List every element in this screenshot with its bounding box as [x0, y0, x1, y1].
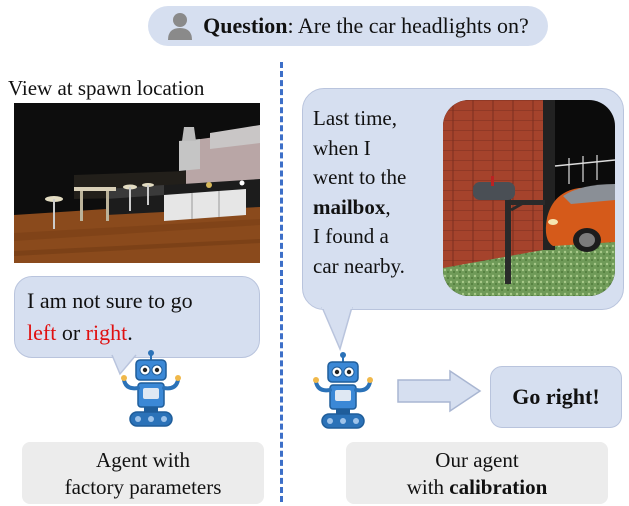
baseline-agent-line-2: factory parameters: [64, 475, 222, 499]
bubble-tail-left: [111, 354, 137, 376]
question-body: : Are the car headlights on?: [287, 13, 529, 38]
question-text: Question: Are the car headlights on?: [203, 13, 529, 39]
calibrated-agent-line-1: Our agent: [435, 448, 519, 472]
baseline-agent-line-1: Agent with: [96, 448, 190, 472]
right-arrow-icon: [397, 369, 482, 413]
with-word: with: [406, 475, 450, 499]
calibrated-agent-line-2: with calibration: [346, 474, 608, 501]
memory-line-3: went to the: [313, 165, 407, 189]
memory-text: Last time, when I went to the mailbox, I…: [313, 104, 443, 281]
uncertain-speech-bubble: I am not sure to go left or right.: [14, 276, 260, 358]
calibration-word: calibration: [449, 475, 548, 499]
robot-icon: [121, 350, 181, 427]
left-word: left: [27, 320, 57, 345]
right-word: right: [85, 320, 128, 345]
baseline-agent-label: Agent with factory parameters: [22, 442, 264, 504]
robot-icon: [313, 352, 373, 429]
mailbox-view-image: [443, 100, 615, 296]
memory-line-5: I found a: [313, 224, 389, 248]
action-box: Go right!: [490, 366, 622, 428]
calibrated-agent-label: Our agent with calibration: [346, 442, 608, 504]
bubble-line-1: I am not sure to go: [27, 288, 193, 313]
memory-line-1: Last time,: [313, 106, 397, 130]
panel-divider: [280, 62, 283, 502]
memory-comma: ,: [385, 194, 391, 219]
memory-line-4: mailbox,: [313, 193, 443, 223]
spawn-view-image: [14, 103, 260, 263]
memory-line-2: when I: [313, 135, 371, 160]
person-icon: [168, 13, 193, 40]
question-label: Question: [203, 13, 288, 38]
bubble-line-2: left or right.: [27, 317, 249, 349]
question-banner: Question: Are the car headlights on?: [148, 6, 548, 46]
or-word: or: [56, 320, 86, 345]
spawn-caption: View at spawn location: [8, 76, 205, 100]
mailbox-word: mailbox: [313, 194, 386, 219]
period: .: [127, 320, 133, 345]
memory-line-6: car nearby.: [313, 253, 405, 278]
bubble-tail-right: [321, 305, 353, 351]
